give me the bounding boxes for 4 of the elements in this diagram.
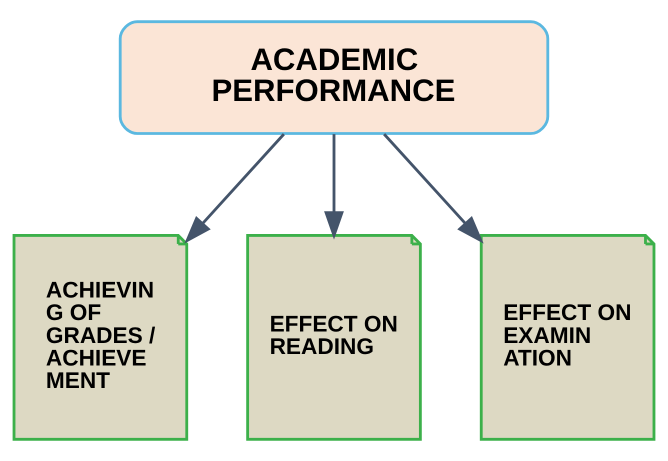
node-box: ACADEMIC PERFORMANCE <box>118 20 550 135</box>
arrow <box>324 134 344 240</box>
arrow <box>383 133 484 244</box>
arrow <box>184 133 285 244</box>
